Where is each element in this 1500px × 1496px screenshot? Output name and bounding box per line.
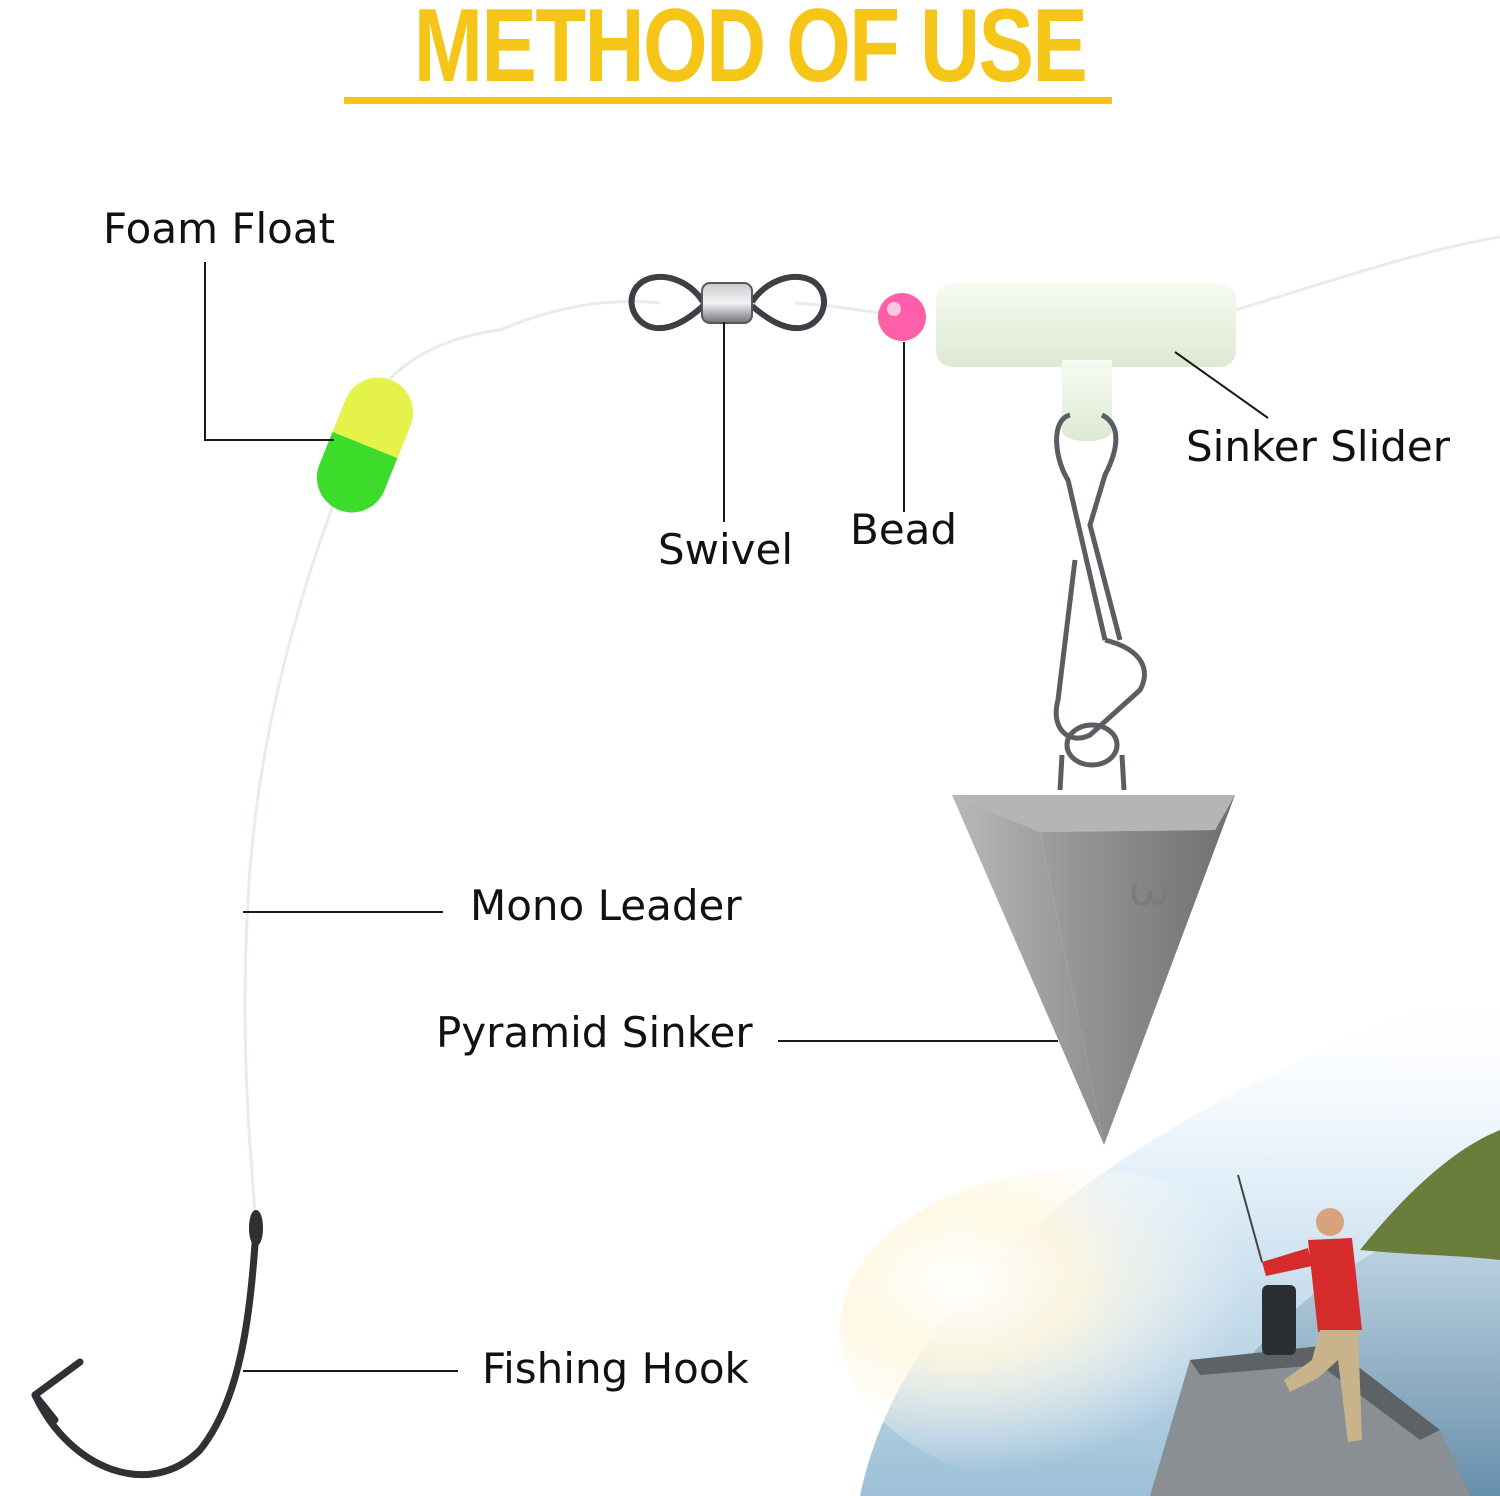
fisherman-arm: [1262, 1248, 1312, 1276]
main-line: [1234, 235, 1500, 312]
label-sinker-slider: Sinker Slider: [1186, 422, 1450, 471]
title-underline: [344, 97, 1112, 104]
sinker-right-face: [1040, 795, 1235, 1145]
snap-wire-2: [1087, 412, 1123, 641]
bead-highlight: [887, 302, 901, 316]
snap-clasp: [1053, 559, 1147, 741]
boat-rail: [1190, 1345, 1440, 1440]
snap-link: [1053, 412, 1147, 791]
fisherman-trousers: [1284, 1330, 1362, 1442]
label-pyramid-sinker: Pyramid Sinker: [436, 1008, 753, 1057]
label-fishing-hook: Fishing Hook: [482, 1344, 749, 1393]
snap-ring: [1064, 722, 1120, 768]
float-bottom: [316, 431, 398, 513]
fishing-hook: [31, 1210, 263, 1479]
sinker-slider: [936, 283, 1236, 442]
sinker-left-face: [952, 795, 1104, 1145]
label-mono-leader: Mono Leader: [470, 881, 742, 930]
hook-eye: [249, 1210, 263, 1246]
scene-hillside: [1360, 1130, 1500, 1260]
fishing-scene-photo: [840, 980, 1500, 1496]
fishing-rod: [1237, 1174, 1263, 1263]
page-title: METHOD OF USE: [413, 0, 1088, 104]
label-foam-float: Foam Float: [103, 204, 336, 253]
foam-float: [316, 377, 414, 513]
slider-tube: [936, 283, 1236, 367]
bead: [878, 293, 926, 341]
hook-shank-bend: [31, 1211, 260, 1479]
swivel-barrel: [701, 282, 753, 324]
slider-stem: [1062, 360, 1112, 442]
swivel-eye-right: [749, 273, 827, 332]
swivel-eye-left: [628, 273, 706, 332]
sinker-weight-mark: 3: [1121, 880, 1175, 909]
fisherman-figure: [1262, 1208, 1362, 1442]
label-bead: Bead: [850, 505, 958, 554]
outboard-motor: [1262, 1285, 1296, 1355]
fisherman-head: [1316, 1208, 1344, 1236]
fisherman-jacket: [1308, 1238, 1362, 1332]
sinker-eye: [1057, 754, 1127, 791]
hook-barb: [31, 1358, 84, 1424]
sinker-top-face: [952, 795, 1235, 832]
boat-hull: [1150, 1345, 1470, 1496]
snap-wire-1: [1054, 412, 1108, 641]
line-float-to-swivel: [499, 300, 661, 332]
callout-lines: [204, 262, 1269, 1372]
float-top: [332, 377, 414, 459]
mono-leader-line: [243, 499, 337, 1226]
label-swivel: Swivel: [658, 525, 794, 574]
swivel: [628, 273, 827, 332]
callout-foam-float: [204, 262, 334, 441]
callout-sinker-slider: [1174, 351, 1269, 419]
pyramid-sinker: 3: [952, 795, 1235, 1145]
